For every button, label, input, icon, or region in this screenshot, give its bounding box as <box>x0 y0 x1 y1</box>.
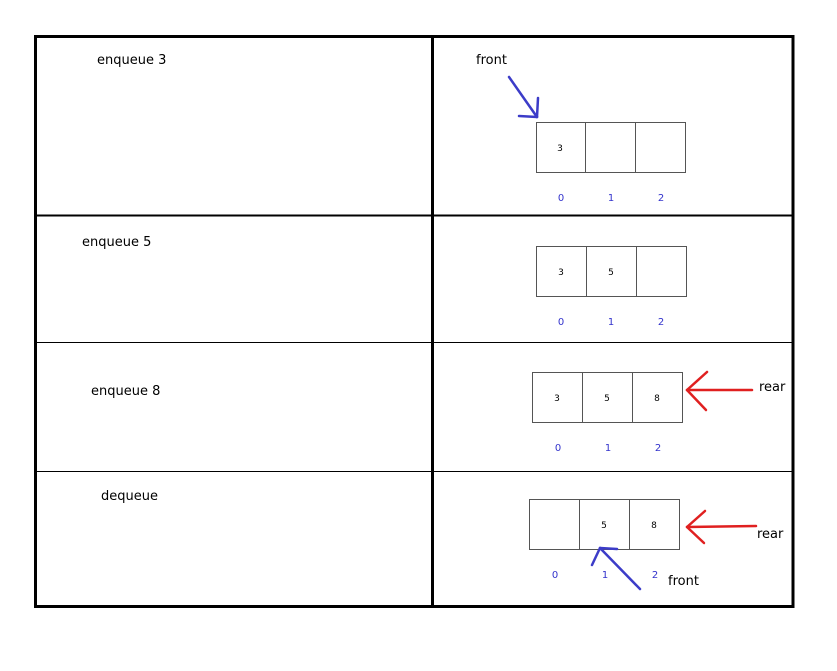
queue-array: 3 <box>536 122 686 173</box>
front-label: front <box>476 53 507 68</box>
table-grid <box>34 35 795 608</box>
index-1: 1 <box>605 443 611 454</box>
index-0: 0 <box>558 317 564 328</box>
front-label: front <box>668 574 699 589</box>
queue-array: 3 5 <box>536 246 687 297</box>
cell-0: 3 <box>558 268 564 278</box>
front-arrow-icon <box>590 546 642 591</box>
operation-label: enqueue 3 <box>97 53 166 68</box>
index-1: 1 <box>608 193 614 204</box>
rear-arrow-icon <box>685 509 758 545</box>
cell-1: 5 <box>608 268 614 278</box>
queue-array: 5 8 <box>529 499 680 550</box>
front-arrow-icon <box>507 75 540 119</box>
index-1: 1 <box>608 317 614 328</box>
cell-1: 5 <box>604 394 610 404</box>
row-enqueue-3: enqueue 3 3 0 1 2 front <box>97 53 686 204</box>
cell-2: 8 <box>651 521 657 531</box>
cell-0: 3 <box>557 144 563 154</box>
index-2: 2 <box>658 193 664 204</box>
row-dequeue: dequeue 5 8 0 1 2 rear front <box>101 489 784 591</box>
queue-array: 3 5 8 <box>532 372 683 423</box>
rear-label: rear <box>757 527 784 542</box>
operation-label: enqueue 5 <box>82 235 151 250</box>
index-0: 0 <box>552 570 558 581</box>
cell-0: 3 <box>554 394 560 404</box>
rear-label: rear <box>759 380 786 395</box>
cell-2: 8 <box>654 394 660 404</box>
row-enqueue-8: enqueue 8 3 5 8 0 1 2 rear <box>91 370 786 454</box>
row-enqueue-5: enqueue 5 3 5 0 1 2 <box>82 235 687 328</box>
cell-1: 5 <box>601 521 607 531</box>
operation-label: dequeue <box>101 489 158 504</box>
index-2: 2 <box>658 317 664 328</box>
index-0: 0 <box>555 443 561 454</box>
index-0: 0 <box>558 193 564 204</box>
index-2: 2 <box>652 570 658 581</box>
operation-label: enqueue 8 <box>91 384 160 399</box>
index-2: 2 <box>655 443 661 454</box>
index-1: 1 <box>602 570 608 581</box>
rear-arrow-icon <box>685 370 754 412</box>
